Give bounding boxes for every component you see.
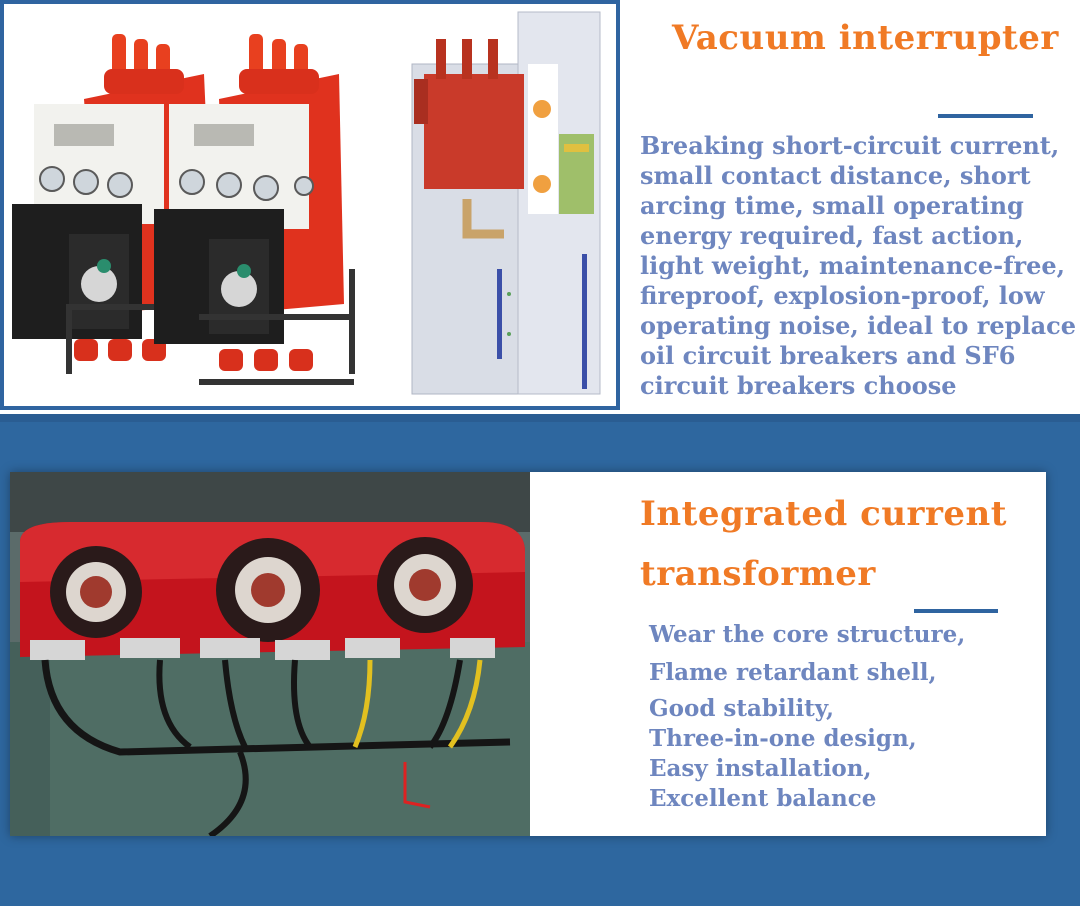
breaker-unit-right <box>154 34 355 385</box>
feature-line: Excellent balance <box>649 785 877 812</box>
current-transformer-features: Wear the core structure, Flame retardant… <box>649 620 965 814</box>
description-line: circuit breakers choose <box>640 371 957 400</box>
description-line: light weight, maintenance-free, <box>640 251 1066 280</box>
description-line: operating noise, ideal to replace <box>640 311 1076 340</box>
description-line: arcing time, small operating <box>640 191 1024 220</box>
feature-line: Easy installation, <box>649 755 872 782</box>
current-transformer-title-line2: transformer <box>640 554 876 594</box>
feature-line: Flame retardant shell, <box>649 659 937 686</box>
current-transformer-title-line1: Integrated current <box>640 494 1007 534</box>
vacuum-interrupter-photo <box>0 0 620 410</box>
description-line: Breaking short-circuit current, <box>640 131 1060 160</box>
current-transformer-card <box>10 472 1046 836</box>
title-underline <box>914 609 998 613</box>
description-line: fireproof, explosion-proof, low <box>640 281 1045 310</box>
title-underline <box>938 114 1033 118</box>
current-transformer-photo <box>10 472 530 836</box>
switchgear-cabinet-diagram <box>411 11 601 395</box>
current-transformer-section <box>0 414 1080 906</box>
description-line: oil circuit breakers and SF6 <box>640 341 1016 370</box>
section-divider <box>0 414 1080 422</box>
feature-line: Good stability, <box>649 695 834 722</box>
feature-line: Three-in-one design, <box>649 725 917 752</box>
description-line: small contact distance, short <box>640 161 1031 190</box>
description-line: energy required, fast action, <box>640 221 1024 250</box>
vacuum-interrupter-title: Vacuum interrupter <box>672 18 1059 58</box>
vacuum-interrupter-section: Vacuum interrupter Breaking short-circui… <box>0 0 1080 412</box>
feature-line: Wear the core structure, <box>649 621 966 648</box>
vacuum-interrupter-description: Breaking short-circuit current, small co… <box>640 131 1080 401</box>
